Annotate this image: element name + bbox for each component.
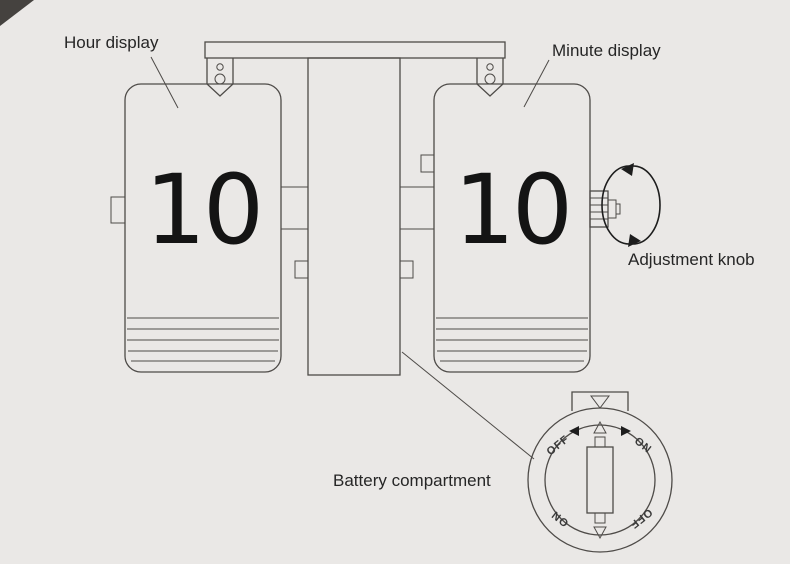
minute-left-clip <box>420 154 435 173</box>
dial-off-top: OFF <box>545 433 572 458</box>
corner-mark <box>0 0 34 26</box>
left-hinge-tab <box>206 58 234 97</box>
minute-connector <box>399 186 435 230</box>
battery-terminal-top <box>594 436 606 448</box>
column-right-clip <box>399 260 414 279</box>
battery-compartment-label: Battery compartment <box>333 471 491 490</box>
ring-bottom-marker-icon <box>593 526 607 540</box>
hour-axle-stub <box>110 196 126 224</box>
ring-top-marker-icon <box>593 420 607 434</box>
minute-display: 10 <box>420 83 591 373</box>
center-column <box>294 57 414 376</box>
hour-connector <box>280 186 309 230</box>
top-bracket <box>204 41 506 97</box>
minute-display-label: Minute display <box>552 41 661 60</box>
ring-arrow-left-icon <box>569 426 579 436</box>
hour-display-label: Hour display <box>64 33 159 52</box>
battery-terminal-bottom <box>594 512 606 524</box>
minute-digits: 10 <box>454 154 570 266</box>
rotation-arrows-icon <box>601 163 661 247</box>
battery-slot <box>586 446 614 514</box>
adjustment-knob-label: Adjustment knob <box>628 250 755 269</box>
leader-line-minute <box>523 59 550 108</box>
column-left-clip <box>294 260 309 279</box>
adjustment-knob <box>589 190 621 228</box>
dial-on-bottom: ON <box>549 508 571 529</box>
leader-line-hour <box>150 56 179 109</box>
dial-off-bottom: OFF <box>627 506 654 531</box>
leader-line-battery <box>401 351 535 460</box>
hour-display: 10 <box>110 83 282 373</box>
right-hinge-tab <box>476 58 504 97</box>
ring-arrow-right-icon <box>621 426 631 436</box>
hour-digits: 10 <box>145 154 261 266</box>
dial-tab <box>571 391 629 411</box>
battery-compartment-detail: OFF ON ON OFF <box>527 391 673 553</box>
tab-pointer-icon <box>590 395 610 409</box>
